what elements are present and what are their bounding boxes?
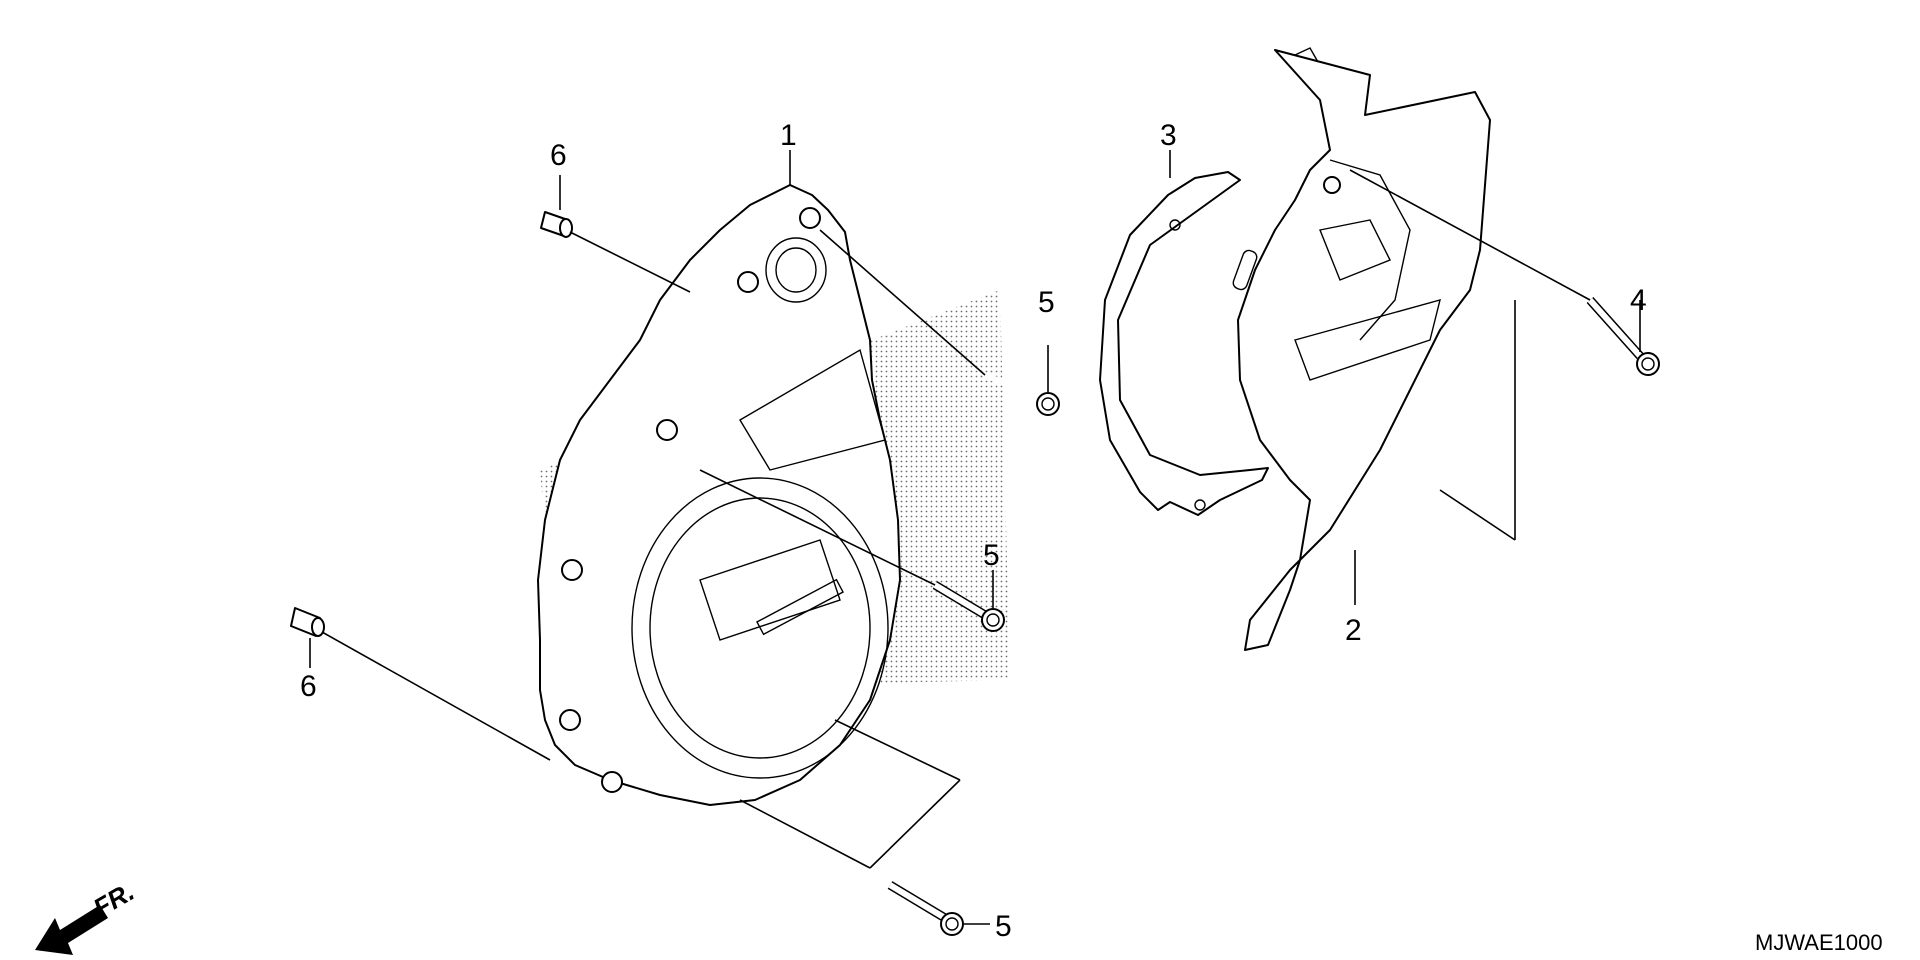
callout-6-lower: 6 [300, 670, 317, 703]
callout-5-lower: 5 [995, 910, 1012, 943]
arrow-icon [35, 905, 108, 955]
dowel-pin-6-lower[interactable] [290, 607, 325, 637]
leader-lines [309, 150, 1641, 925]
bolt-4[interactable] [1586, 297, 1660, 376]
diagram-code: MJWAE1000 [1755, 930, 1883, 955]
callout-5-middle: 5 [983, 539, 1000, 572]
callout-3: 3 [1160, 119, 1177, 152]
callout-4: 4 [1630, 284, 1647, 317]
bolt-5-middle[interactable] [932, 581, 1005, 632]
bolt-5-lower[interactable] [887, 881, 964, 936]
callout-2: 2 [1345, 614, 1362, 647]
bolt-5-upper[interactable] [983, 372, 1060, 416]
part-2-sprocket-cover[interactable] [1232, 47, 1491, 651]
callout-labels: 1 2 3 4 5 5 5 6 6 [300, 119, 1647, 943]
front-direction-arrow: FR. [35, 876, 139, 955]
part-1-crankcase-cover[interactable] [537, 184, 901, 806]
part-3-gasket[interactable] [1099, 171, 1269, 516]
dowel-pin-6-upper[interactable] [540, 211, 573, 238]
callout-5-upper: 5 [1038, 286, 1055, 319]
callout-6-upper: 6 [550, 139, 567, 172]
callout-1: 1 [780, 119, 797, 152]
